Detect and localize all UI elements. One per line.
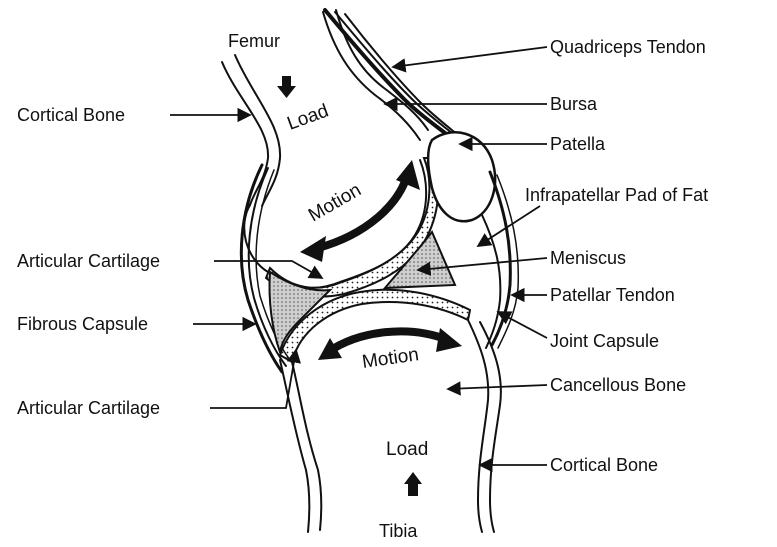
fibrous-capsule-label: Fibrous Capsule xyxy=(17,314,148,334)
articular-cartilage-lower-leader xyxy=(210,350,296,408)
articular-cartilage-upper-label: Articular Cartilage xyxy=(17,251,160,271)
joint-capsule-label: Joint Capsule xyxy=(550,331,659,351)
load-arrow-down xyxy=(277,76,296,98)
cancellous-bone-leader xyxy=(448,385,547,389)
patellar-tendon-label: Patellar Tendon xyxy=(550,285,675,305)
femur-label: Femur xyxy=(228,31,280,51)
load-top-label: Load xyxy=(285,101,332,135)
motion-bottom-label: Motion xyxy=(361,344,420,373)
tibia xyxy=(280,290,501,532)
articular-cartilage-lower-label: Articular Cartilage xyxy=(17,398,160,418)
load-arrow-up xyxy=(404,472,422,496)
infrapatellar-pad-label: Infrapatellar Pad of Fat xyxy=(525,185,708,205)
load-bottom-label: Load xyxy=(386,439,428,460)
cancellous-bone-label: Cancellous Bone xyxy=(550,375,686,395)
patella-label: Patella xyxy=(550,134,606,154)
patella xyxy=(428,132,495,221)
tibia-label: Tibia xyxy=(379,521,418,541)
meniscus-label: Meniscus xyxy=(550,248,626,268)
cortical-bone-right-label: Cortical Bone xyxy=(550,455,658,475)
motion-top-label: Motion xyxy=(305,180,365,227)
bursa-label: Bursa xyxy=(550,94,598,114)
quadriceps-tendon-label: Quadriceps Tendon xyxy=(550,37,706,57)
quadriceps-tendon-leader xyxy=(393,47,547,67)
cortical-bone-left-label: Cortical Bone xyxy=(17,105,125,125)
